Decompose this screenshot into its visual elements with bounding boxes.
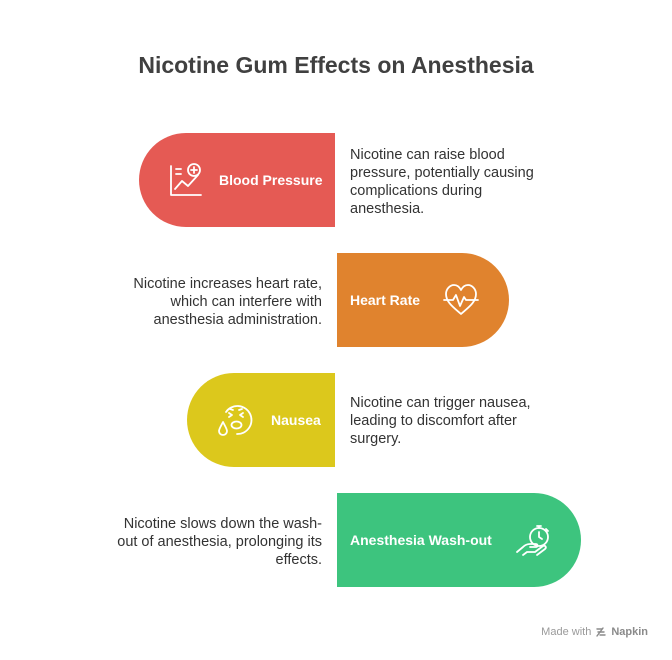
nausea-label: Nausea — [271, 412, 321, 428]
nauseous-face-icon — [217, 402, 253, 438]
made-with-napkin-footer: Made with Napkin — [541, 626, 648, 638]
anesthesia-wash-out-description: Nicotine slows down the wash-out of anes… — [117, 516, 322, 568]
blood-pressure-chart-icon — [168, 162, 204, 198]
blood-pressure-description: Nicotine can raise blood pressure, poten… — [350, 147, 534, 217]
heart-rate-description: Nicotine increases heart rate, which can… — [133, 276, 322, 328]
nausea-description: Nicotine can trigger nausea, leading to … — [350, 395, 531, 447]
heart-rate-pill: Heart Rate — [337, 253, 509, 347]
hand-stopwatch-icon — [515, 522, 551, 558]
blood-pressure-label: Blood Pressure — [219, 172, 323, 188]
footer-brand: Napkin — [611, 626, 648, 638]
nausea-pill: Nausea — [187, 373, 335, 467]
anesthesia-wash-out-label: Anesthesia Wash-out — [350, 532, 492, 548]
footer-prefix: Made with — [541, 626, 592, 638]
heart-rate-label: Heart Rate — [350, 292, 421, 308]
blood-pressure-pill: Blood Pressure — [139, 133, 335, 227]
anesthesia-wash-out-pill: Anesthesia Wash-out — [337, 493, 581, 587]
page-title: Nicotine Gum Effects on Anesthesia — [138, 52, 534, 78]
heartbeat-icon — [443, 282, 479, 318]
napkin-logo-icon — [595, 626, 607, 638]
